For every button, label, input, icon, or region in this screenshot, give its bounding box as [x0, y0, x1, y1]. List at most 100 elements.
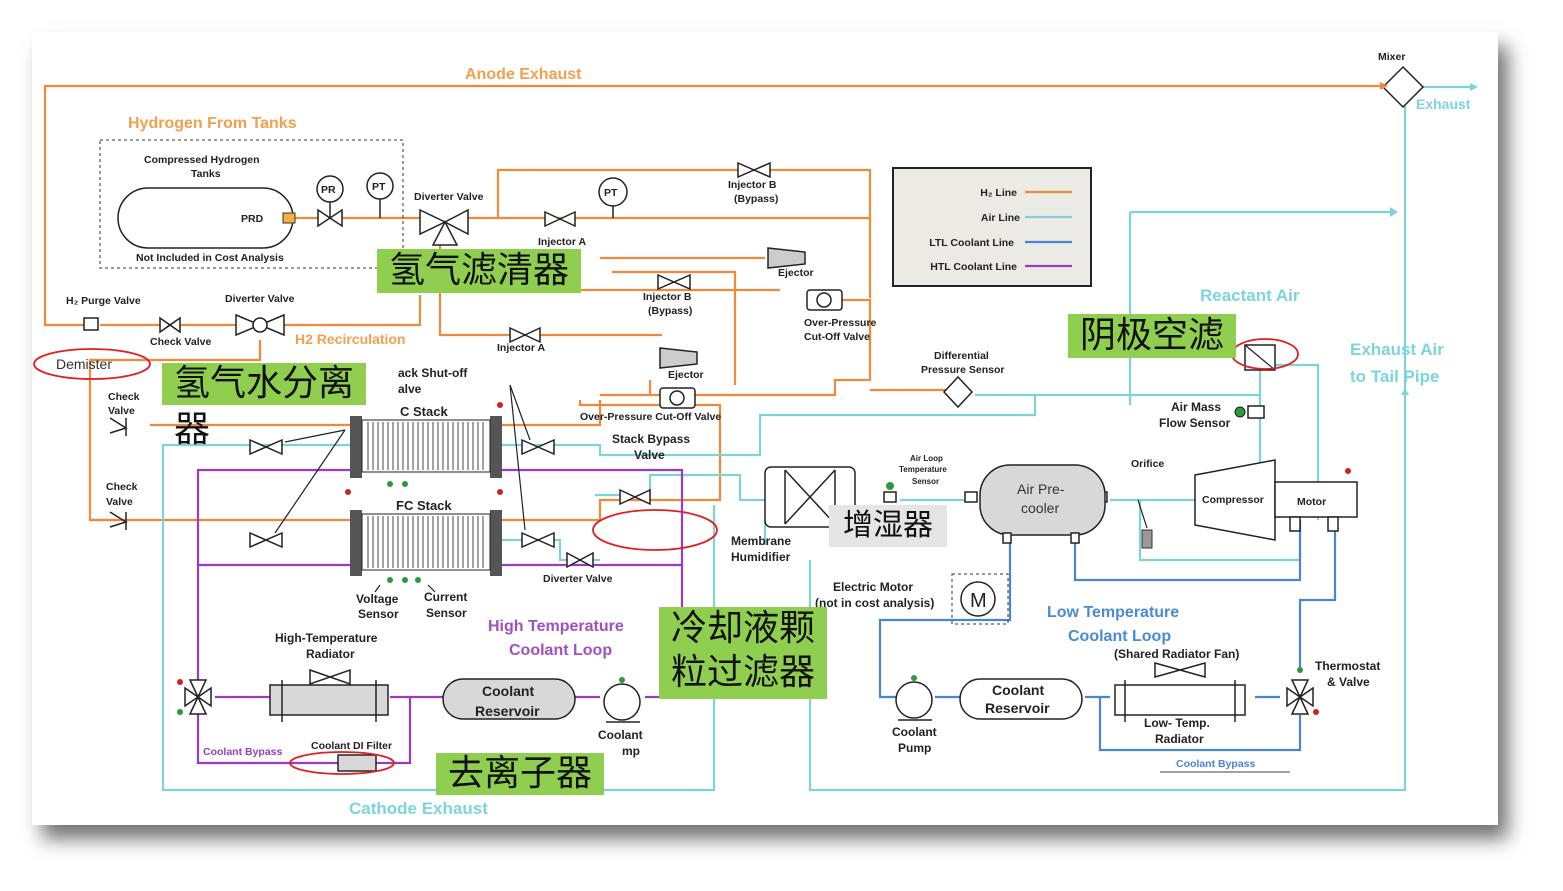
h2-purge-valve-icon	[83, 317, 99, 331]
tanks-label: Tanks	[191, 168, 221, 180]
high-temp-radiator-label-a: High-Temperature	[275, 631, 378, 645]
annotation-h2-filter: 氢气滤清器	[377, 249, 582, 293]
motor-block	[1274, 468, 1358, 532]
fc-stack-label-2: FC Stack	[396, 498, 452, 513]
low-temp-radiator-label-a: Low- Temp.	[1144, 716, 1210, 730]
over-pressure-valve-icons	[659, 289, 843, 409]
legend-label-h2: H₂ Line	[980, 187, 1017, 199]
hydrogen-tank	[117, 187, 294, 249]
ltl-lines	[878, 520, 1337, 752]
motor-label: Motor	[1297, 496, 1326, 508]
prd-label: PRD	[241, 213, 264, 225]
bypass-label-2: (Bypass)	[648, 305, 692, 317]
high-temp-loop-label-b: Coolant Loop	[509, 642, 612, 659]
flow-arrows	[1380, 82, 1478, 395]
annotation-coolant-particle-filter-line1: 冷却液颗	[671, 608, 816, 649]
hydrogen-from-tanks-label: Hydrogen From Tanks	[128, 115, 297, 132]
pt-label-2: PT	[604, 187, 618, 199]
stack-shutoff-label-a: ack Shut-off	[398, 366, 468, 380]
air-mass-label-a: Air Mass	[1171, 400, 1221, 414]
coolant-reservoir-2	[959, 678, 1083, 720]
cathode-exhaust-label: Cathode Exhaust	[349, 799, 488, 818]
coolant-pump-1	[603, 677, 641, 723]
membrane-label-b: Humidifier	[731, 550, 791, 564]
coolant-reservoir-label-2a: Coolant	[992, 682, 1044, 698]
coolant-bypass-label-1: Coolant Bypass	[203, 746, 283, 758]
over-pressure-label-2: Over-Pressure Cut-Off Valve	[580, 411, 721, 423]
air-mass-flow-sensor-icon	[1234, 405, 1265, 419]
coolant-pump-2	[895, 675, 933, 721]
annotation-h2-water-separator-line1: 氢气水分离	[174, 363, 355, 404]
fc-stack-1	[350, 416, 502, 478]
injector-a-label-2: Injector A	[497, 342, 545, 354]
air-loop-label-c: Sensor	[912, 477, 939, 486]
current-sensor-label-a: Current	[424, 590, 467, 604]
prd-block	[282, 212, 296, 224]
annotation-cathode-air-filter: 阴极空滤	[1068, 314, 1237, 358]
annotation-coolant-particle-filter: 冷却液颗 粒过滤器	[659, 607, 828, 699]
diverter-valve-label-1: Diverter Valve	[414, 191, 484, 203]
low-temp-loop-label-a: Low Temperature	[1047, 604, 1179, 621]
injector-a-label-1: Injector A	[538, 236, 586, 248]
annotation-h2-water-separator-line2: 器	[174, 409, 211, 450]
stack-bypass-label-a: Stack Bypass	[612, 432, 690, 446]
membrane-label-a: Membrane	[731, 534, 791, 548]
shared-fan-label: (Shared Radiator Fan)	[1114, 647, 1239, 661]
differential-pressure-sensor-icon	[942, 375, 974, 409]
coolant-di-filter-icon	[337, 754, 377, 772]
stack-shutoff-label-b: alve	[398, 382, 422, 396]
pr-label: PR	[321, 184, 336, 196]
coolant-pump-label-2a: Coolant	[892, 725, 937, 739]
thermostat-valve-left	[177, 679, 212, 715]
coolant-reservoir-1	[442, 678, 576, 720]
annotation-h2-water-separator: 氢气水分离	[162, 363, 367, 405]
not-included-label: Not Included in Cost Analysis	[136, 252, 284, 264]
ejector-icons	[659, 247, 806, 369]
orifice-label: Orifice	[1131, 458, 1164, 470]
mixer-label: Mixer	[1378, 51, 1405, 63]
check-valve-icons	[109, 417, 128, 530]
annotation-deionizer: 去离子器	[436, 753, 605, 795]
stack-warning-dots	[345, 402, 503, 495]
high-temp-loop-label-a: High Temperature	[488, 618, 624, 635]
compressor-label: Compressor	[1202, 494, 1264, 506]
voltage-sensor-label-a: Voltage	[356, 592, 399, 606]
current-sensor-label-b: Sensor	[426, 606, 467, 620]
coolant-di-filter-label: Coolant DI Filter	[311, 740, 392, 752]
cathode-filter-diagonal	[1244, 344, 1276, 371]
valve-icons	[159, 161, 1206, 686]
low-temp-loop-label-b: Coolant Loop	[1068, 628, 1171, 645]
air-precooler-label-b: cooler	[1021, 500, 1059, 516]
check-valve-label-2b: Valve	[108, 405, 135, 417]
coolant-reservoir-label-1a: Coolant	[482, 683, 534, 699]
ejector-label-2: Ejector	[668, 369, 704, 381]
motor-symbol-label: M	[970, 590, 987, 612]
orifice-pointer	[1137, 499, 1148, 529]
differential-label-b: Pressure Sensor	[921, 364, 1004, 376]
exhaust-air-label-b: to Tail Pipe	[1350, 367, 1439, 386]
legend: H₂ Line Air Line LTL Coolant Line HTL Co…	[892, 167, 1092, 287]
orifice-icon	[1141, 529, 1153, 549]
over-pressure-label-1a: Over-Pressure	[804, 317, 877, 329]
fc-stack-2	[350, 510, 502, 576]
pr-gauge	[316, 175, 344, 218]
air-loop-label-a: Air Loop	[910, 454, 943, 463]
annotation-humidifier: 增湿器	[829, 505, 947, 547]
air-loop-temp-sensor	[883, 482, 897, 503]
voltage-sensor-label-b: Sensor	[358, 607, 399, 621]
compressor	[1194, 459, 1276, 541]
electric-motor-label-a: Electric Motor	[833, 580, 913, 594]
coolant-bypass-label-2: Coolant Bypass	[1176, 758, 1256, 770]
over-pressure-label-1b: Cut-Off Valve	[804, 331, 870, 343]
legend-label-air: Air Line	[981, 212, 1020, 224]
pt-gauge-2	[598, 177, 628, 218]
exhaust-air-label-a: Exhaust Air	[1350, 340, 1444, 359]
air-mass-label-b: Flow Sensor	[1159, 416, 1231, 430]
injector-b-label-1: Injector B	[728, 179, 777, 191]
h2-purge-valve-label: H₂ Purge Valve	[66, 295, 141, 307]
stack-sensor-dots	[387, 481, 421, 583]
injector-b-label-2: Injector B	[643, 291, 692, 303]
high-temp-radiator	[269, 680, 389, 722]
coolant-pump-label-1a: Coolant	[598, 728, 643, 742]
thermostat-label-a: Thermostat	[1315, 659, 1380, 673]
